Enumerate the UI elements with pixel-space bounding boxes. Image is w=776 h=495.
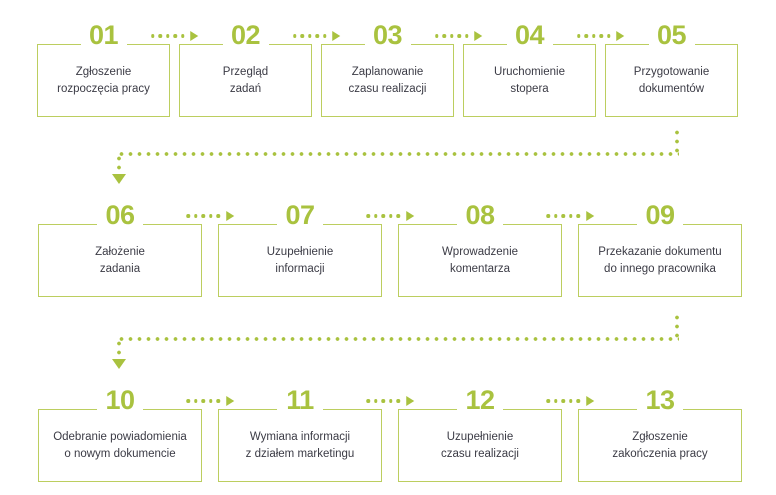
connector-vertical-left	[117, 339, 121, 361]
step-label: Zgłoszenie zakończenia pracy	[612, 430, 708, 460]
step-12[interactable]: 12 Uzupełnienie czasu realizacji	[398, 387, 562, 482]
step-01[interactable]: 01 Zgłoszenie rozpoczęcia pracy	[37, 22, 170, 117]
dotted-arrow-right-icon	[546, 211, 594, 297]
row-connector-05-to-06	[0, 128, 776, 208]
dotted-arrow-right-icon	[434, 31, 483, 117]
step-10[interactable]: 10 Odebranie powiadomienia o nowym dokum…	[38, 387, 202, 482]
step-label: Przygotowanie dokumentów	[633, 65, 710, 95]
dotted-arrow-right-icon	[186, 396, 234, 482]
step-box[interactable]: Wymiana informacji z działem marketingu	[218, 409, 382, 482]
step-label: Uzupełnienie informacji	[266, 245, 334, 275]
step-09[interactable]: 09 Przekazanie dokumentu do innego praco…	[578, 202, 742, 297]
process-row-3: 10 Odebranie powiadomienia o nowym dokum…	[0, 387, 776, 482]
step-label: Wprowadzenie komentarza	[441, 245, 519, 275]
step-box[interactable]: Założenie zadania	[38, 224, 202, 297]
step-box[interactable]: Uruchomienie stopera	[463, 44, 596, 117]
step-07[interactable]: 07 Uzupełnienie informacji	[218, 202, 382, 297]
connector-vertical-left	[117, 154, 121, 176]
process-row-1: 01 Zgłoszenie rozpoczęcia pracy 02 Przeg…	[0, 22, 776, 117]
dotted-arrow-right-icon	[150, 31, 199, 117]
dotted-arrow-right-icon	[576, 31, 625, 117]
step-11[interactable]: 11 Wymiana informacji z działem marketin…	[218, 387, 382, 482]
step-label: Wymiana informacji z działem marketingu	[245, 430, 355, 460]
step-08[interactable]: 08 Wprowadzenie komentarza	[398, 202, 562, 297]
step-label: Uzupełnienie czasu realizacji	[441, 430, 519, 460]
step-box[interactable]: Wprowadzenie komentarza	[398, 224, 562, 297]
arrow-down-head-icon	[112, 174, 126, 184]
connector-horizontal	[117, 152, 679, 156]
connector-vertical-right	[675, 128, 679, 154]
process-row-2: 06 Założenie zadania 07 Uzupełnienie inf…	[0, 202, 776, 297]
step-box[interactable]: Zaplanowanie czasu realizacji	[321, 44, 454, 117]
step-box[interactable]: Przygotowanie dokumentów	[605, 44, 738, 117]
row-connector-09-to-10	[0, 313, 776, 393]
step-label: Uruchomienie stopera	[494, 65, 565, 95]
connector-horizontal	[117, 337, 679, 341]
dotted-arrow-right-icon	[292, 31, 341, 117]
connector-vertical-right	[675, 313, 679, 339]
dotted-arrow-right-icon	[546, 396, 594, 482]
step-06[interactable]: 06 Założenie zadania	[38, 202, 202, 297]
step-box[interactable]: Uzupełnienie informacji	[218, 224, 382, 297]
step-box[interactable]: Zgłoszenie rozpoczęcia pracy	[37, 44, 170, 117]
step-label: Założenie zadania	[95, 245, 145, 275]
step-label: Zgłoszenie rozpoczęcia pracy	[57, 65, 150, 95]
arrow-down-head-icon	[112, 359, 126, 369]
dotted-arrow-right-icon	[366, 211, 414, 297]
step-label: Zaplanowanie czasu realizacji	[348, 65, 427, 95]
step-box[interactable]: Zgłoszenie zakończenia pracy	[578, 409, 742, 482]
step-05[interactable]: 05 Przygotowanie dokumentów	[605, 22, 738, 117]
dotted-arrow-right-icon	[366, 396, 414, 482]
step-label: Przegląd zadań	[222, 65, 269, 95]
step-label: Przekazanie dokumentu do innego pracowni…	[598, 245, 722, 275]
step-box[interactable]: Przegląd zadań	[179, 44, 312, 117]
step-13[interactable]: 13 Zgłoszenie zakończenia pracy	[578, 387, 742, 482]
step-box[interactable]: Uzupełnienie czasu realizacji	[398, 409, 562, 482]
step-box[interactable]: Przekazanie dokumentu do innego pracowni…	[578, 224, 742, 297]
step-label: Odebranie powiadomienia o nowym dokumenc…	[53, 430, 187, 460]
dotted-arrow-right-icon	[186, 211, 234, 297]
step-box[interactable]: Odebranie powiadomienia o nowym dokumenc…	[38, 409, 202, 482]
